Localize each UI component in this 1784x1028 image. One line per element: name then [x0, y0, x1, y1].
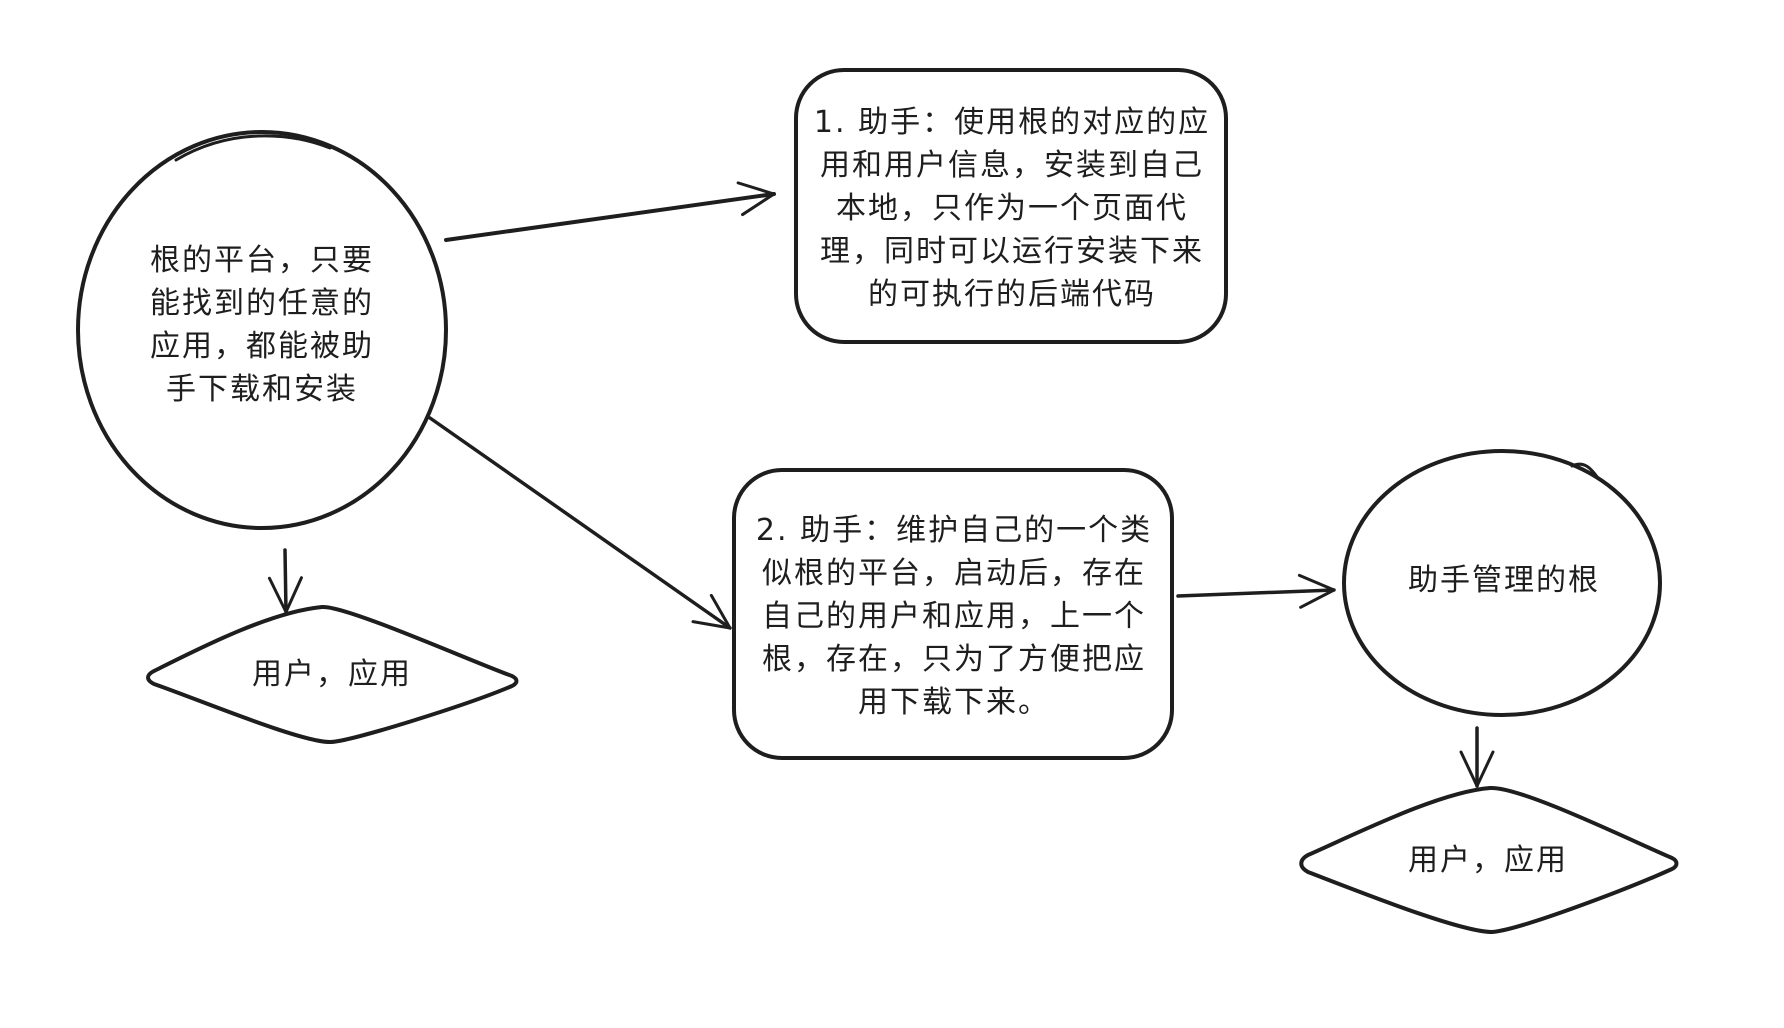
assistant-option-1-label: 1. 助手：使用根的对应的应 用和用户信息，安装到自己 本地，只作为一个页面代 … — [813, 104, 1211, 312]
edge-root-to-users-apps-left[interactable] — [267, 548, 303, 614]
users-apps-left-diamond — [146, 604, 519, 744]
managed-root-label: 助手管理的根 — [1408, 562, 1600, 598]
users-apps-right-node[interactable] — [1299, 785, 1679, 934]
users-apps-left-label: 用户，应用 — [252, 656, 412, 692]
root-platform-circle-sketch — [174, 134, 332, 162]
users-apps-right-diamond — [1299, 785, 1679, 934]
edge-root-to-option-1[interactable] — [444, 181, 776, 242]
edge-root-to-option-2[interactable] — [428, 416, 732, 630]
assistant-option-2-node[interactable] — [732, 468, 1174, 760]
managed-root-node[interactable] — [1342, 449, 1662, 717]
assistant-option-2-label: 2. 助手：维护自己的一个类 似根的平台，启动后，存在 自己的用户和应用，上一个… — [755, 512, 1153, 720]
assistant-option-1-box — [794, 68, 1228, 344]
managed-root-circle — [1342, 449, 1662, 717]
users-apps-left-node[interactable] — [146, 604, 519, 744]
assistant-option-1-node[interactable] — [794, 68, 1228, 344]
assistant-option-2-box — [732, 468, 1174, 760]
root-platform-node[interactable] — [76, 130, 448, 530]
root-platform-circle — [76, 130, 448, 530]
managed-root-circle-sketch — [1570, 462, 1600, 480]
root-platform-label: 根的平台，只要 能找到的任意的 应用，都能被助 手下载和安装 — [150, 243, 374, 407]
edge-option-2-to-managed-root[interactable] — [1176, 573, 1336, 609]
users-apps-right-label: 用户，应用 — [1408, 842, 1568, 878]
